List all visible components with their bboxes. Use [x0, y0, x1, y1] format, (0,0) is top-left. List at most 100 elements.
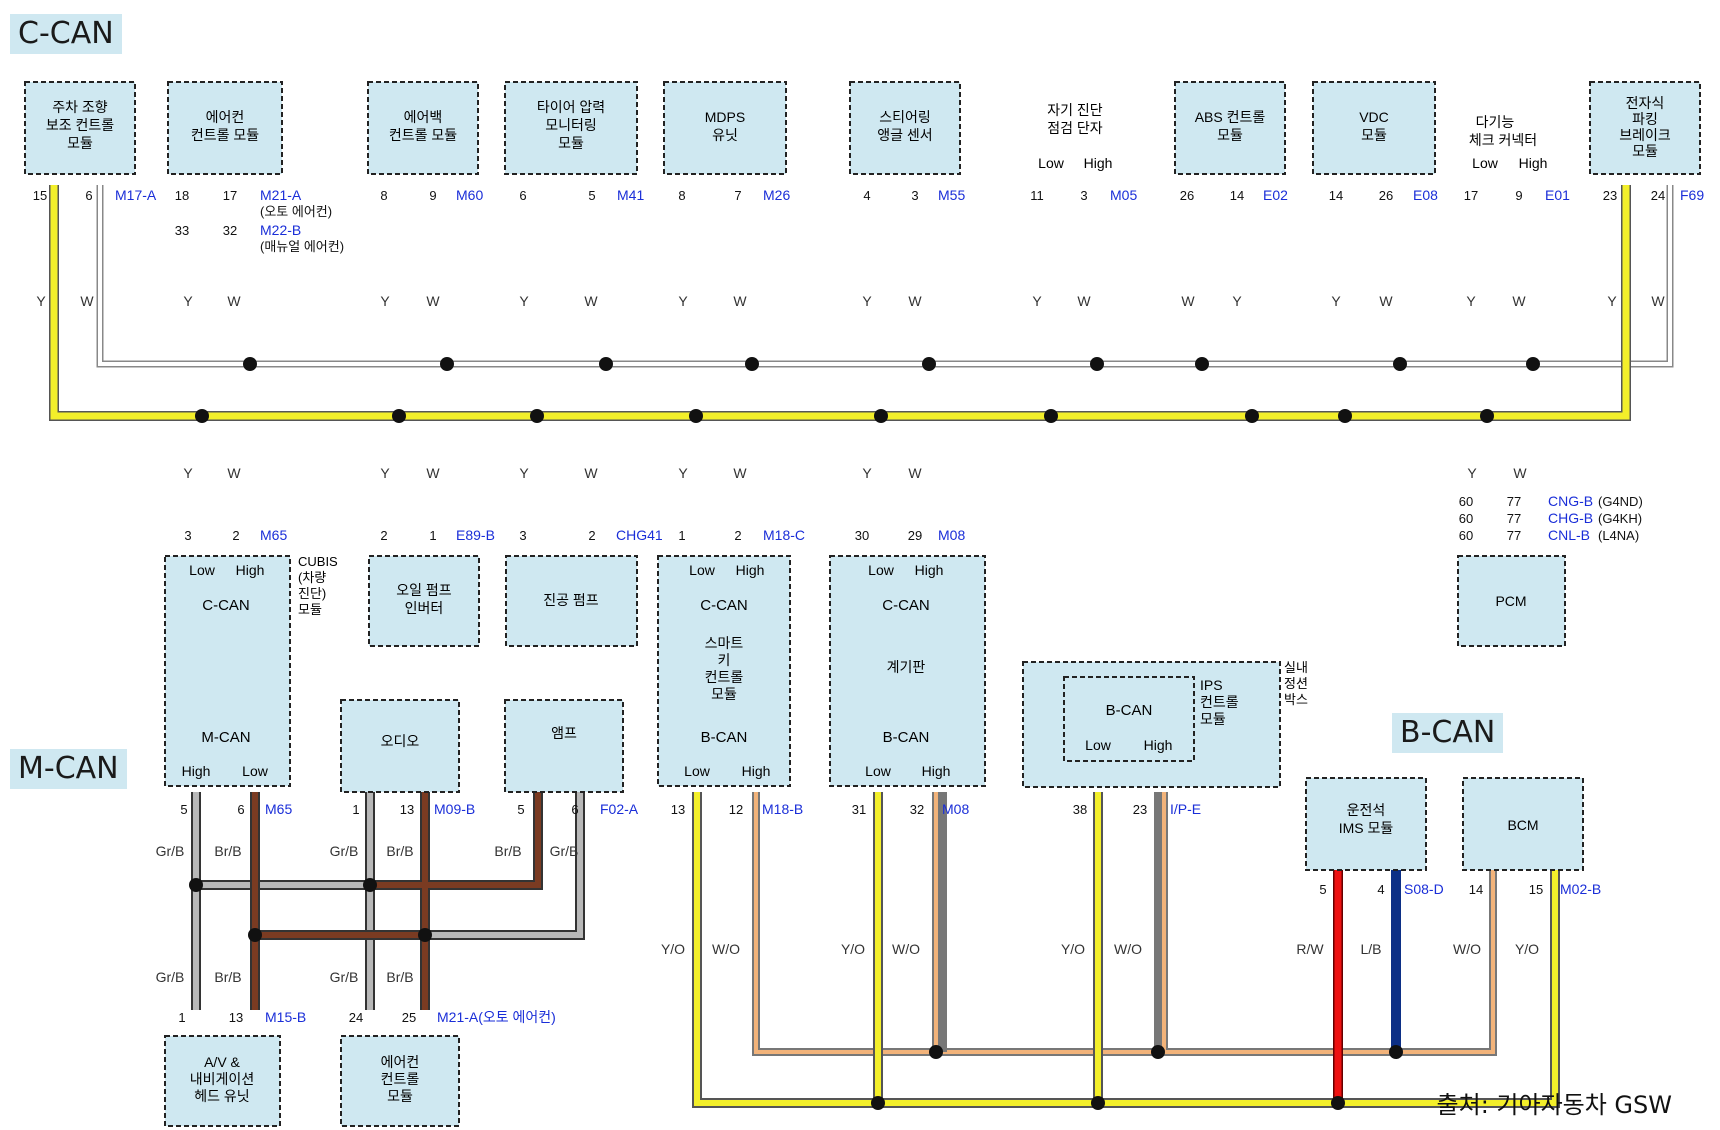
connector-note: (오토 에어컨) — [260, 204, 332, 219]
low-label: Low — [242, 763, 269, 779]
module-steering-sensor: 스티어링 앵글 센서 — [849, 81, 961, 175]
module-label-line: 주차 조향 — [52, 99, 108, 115]
high-label: High — [742, 763, 771, 779]
module-label-line: 컨트롤 모듈 — [191, 127, 259, 143]
pin-label: 3 — [1080, 188, 1087, 203]
engine-code: (L4NA) — [1598, 528, 1639, 543]
module-ips: B-CAN Low High IPS 컨트롤 모듈 실내 정션 박스 — [1022, 660, 1308, 788]
pin-label: 17 — [1464, 188, 1478, 203]
low-label: Low — [868, 562, 895, 578]
pin-label: 9 — [429, 188, 436, 203]
module-label-line: 실내 — [1284, 660, 1308, 675]
module-label-line: 파킹 — [1632, 111, 1658, 127]
module-label-line: MDPS — [705, 109, 745, 125]
pin-label: 1 — [178, 1010, 185, 1025]
module-label-line: 유닛 — [712, 127, 738, 143]
connector-code: CHG41 — [616, 527, 663, 543]
wire-code: W — [584, 465, 598, 481]
connector-code: M21-A — [260, 187, 302, 203]
module-bcm: BCM — [1462, 777, 1584, 871]
connector-code: M18-B — [762, 801, 803, 817]
wire-code: Y/O — [661, 941, 685, 957]
wire-code: W — [733, 465, 747, 481]
pin-label: 77 — [1507, 511, 1521, 526]
wire-code: W — [733, 293, 747, 309]
pin-label: 9 — [1515, 188, 1522, 203]
connector-note: (매뉴얼 에어컨) — [260, 239, 344, 254]
connector-code: M02-B — [1560, 881, 1601, 897]
module-label-line: 스티어링 — [879, 109, 931, 125]
module-label-line: 보조 컨트롤 — [46, 117, 114, 133]
low-label: Low — [189, 562, 216, 578]
connector-code: M22-B — [260, 222, 301, 238]
pin-label: 5 — [588, 188, 595, 203]
pin-label: 13 — [229, 1010, 243, 1025]
wire-code: W — [426, 465, 440, 481]
module-label-line: 모듈 — [1361, 127, 1387, 143]
wire-code: Y — [1032, 293, 1042, 309]
connector-code: I/P-E — [1170, 801, 1201, 817]
inner-c-can: C-CAN — [700, 597, 748, 614]
pin-label: 17 — [223, 188, 237, 203]
m-can-title: M-CAN — [10, 749, 127, 789]
wire-color-codes: Y W Y W Y W Y W Y W Y W Y W W Y Y W Y W … — [36, 293, 1665, 985]
module-label-line: 오디오 — [381, 733, 420, 749]
module-label-line: 다기능 — [1476, 114, 1515, 130]
wire-code: Y — [519, 293, 529, 309]
low-label: Low — [1472, 155, 1499, 171]
module-pcm: PCM — [1457, 555, 1566, 647]
connector-code: F02-A — [600, 801, 639, 817]
pin-label: 60 — [1459, 528, 1473, 543]
engine-code: (G4ND) — [1598, 494, 1643, 509]
pin-label: 3 — [519, 528, 526, 543]
pin-label: 4 — [1377, 882, 1384, 897]
pin-label: 26 — [1180, 188, 1194, 203]
pin-label: 13 — [400, 802, 414, 817]
pin-label: 3 — [184, 528, 191, 543]
pin-label: 6 — [237, 802, 244, 817]
wire-code: Y — [1232, 293, 1242, 309]
module-label-line: 모듈 — [1200, 711, 1226, 727]
wire-code: W/O — [712, 941, 740, 957]
low-label: Low — [689, 562, 716, 578]
module-amp: 앰프 — [504, 699, 624, 793]
wire-code: Br/B — [214, 843, 241, 859]
source-credit: 출처: 기아자동차 GSW — [1436, 1091, 1672, 1119]
pin-label: 5 — [1319, 882, 1326, 897]
module-label-line: 모듈 — [298, 602, 322, 617]
module-label-line: 진공 펌프 — [543, 592, 599, 608]
connector-code: CNL-B — [1548, 527, 1590, 543]
module-label-line: 전자식 — [1626, 95, 1665, 111]
pin-label: 33 — [175, 223, 189, 238]
wire-code: L/B — [1360, 941, 1381, 957]
module-label-line: 모듈 — [387, 1088, 413, 1104]
module-label-line: 키 — [718, 652, 731, 668]
low-label: Low — [1085, 737, 1112, 753]
high-label: High — [922, 763, 951, 779]
module-abs: ABS 컨트롤 모듈 — [1174, 81, 1286, 175]
module-label-line: 계기판 — [887, 659, 926, 675]
wire-code: W/O — [892, 941, 920, 957]
module-epb: 전자식 파킹 브레이크 모듈 — [1589, 81, 1701, 175]
wire-code: W/O — [1114, 941, 1142, 957]
module-label-line: 모듈 — [1632, 143, 1658, 159]
connector-code: S08-D — [1404, 881, 1444, 897]
connector-code: CHG-B — [1548, 510, 1593, 526]
module-label-line: IPS — [1200, 677, 1223, 693]
inner-b-can: B-CAN — [1106, 702, 1153, 719]
module-label-line: 인버터 — [405, 600, 444, 616]
pin-label: 23 — [1603, 188, 1617, 203]
pin-label: 4 — [863, 188, 870, 203]
high-label: High — [236, 562, 265, 578]
inner-c-can: C-CAN — [882, 597, 930, 614]
wire-code: Gr/B — [330, 969, 359, 985]
wire-code: Br/B — [386, 843, 413, 859]
connector-code: M65 — [260, 527, 287, 543]
wire-code: Y — [678, 293, 688, 309]
module-cluster: Low High C-CAN 계기판 B-CAN Low High — [829, 555, 986, 787]
inner-m-can: M-CAN — [201, 729, 250, 746]
connector-code: E01 — [1545, 187, 1570, 203]
pin-label: 13 — [671, 802, 685, 817]
module-aircon-ccan: 에어컨 컨트롤 모듈 — [167, 81, 283, 175]
